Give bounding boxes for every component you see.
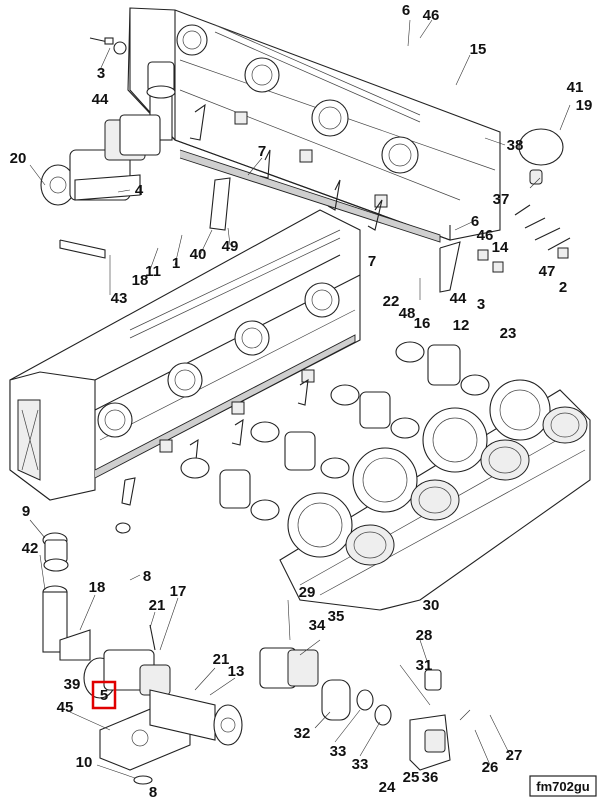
lower-middle-actuator-assembly <box>259 647 451 771</box>
part-callout: 14 <box>492 239 509 256</box>
part-callout: 36 <box>422 769 439 786</box>
part-callout: 49 <box>222 238 239 255</box>
part-callout: 15 <box>470 41 487 58</box>
part-callout: 26 <box>482 759 499 776</box>
part-callout: 18 <box>89 579 106 596</box>
part-callout: 43 <box>111 290 128 307</box>
part-callout: 10 <box>76 754 93 771</box>
part-callout: 39 <box>64 676 81 693</box>
part-callout: 8 <box>149 784 157 800</box>
part-callout: 21 <box>149 597 166 614</box>
engine-block-turbos <box>279 379 591 611</box>
part-callout: 9 <box>22 503 30 520</box>
part-callout: 42 <box>22 540 39 557</box>
figure-code-box: fm702gu <box>529 775 597 797</box>
part-callout: 1 <box>172 255 180 272</box>
figure-code: fm702gu <box>536 779 590 794</box>
lower-left-valve-assembly <box>42 532 243 785</box>
part-callout: 3 <box>477 296 485 313</box>
part-callout: 46 <box>477 227 494 244</box>
part-callout: 29 <box>299 584 316 601</box>
part-callout: 25 <box>403 769 420 786</box>
small-hardware-upper <box>89 37 571 293</box>
upper-valve-assembly <box>40 114 161 259</box>
part-callout: 7 <box>258 143 266 160</box>
part-callout: 17 <box>170 583 187 600</box>
part-callout: 18 <box>132 272 149 289</box>
part-callout: 7 <box>368 253 376 270</box>
part-callout: 8 <box>143 568 151 585</box>
part-callout: 19 <box>576 97 593 114</box>
part-callout: 47 <box>539 263 556 280</box>
part-callout: 38 <box>507 137 524 154</box>
part-callout: 44 <box>450 290 467 307</box>
part-callouts: 1233456677889101112131415161718181920212… <box>10 2 593 801</box>
part-callout: 20 <box>10 150 27 167</box>
part-callout: 40 <box>190 246 207 263</box>
part-callout: 32 <box>294 725 311 742</box>
part-callout: 5 <box>100 687 108 704</box>
part-callout: 28 <box>416 627 433 644</box>
part-callout: 35 <box>328 608 345 625</box>
part-callout: 6 <box>471 213 479 230</box>
highlight-box <box>91 680 117 710</box>
part-callout: 45 <box>57 699 74 716</box>
part-callout: 44 <box>92 91 109 108</box>
lower-manifold-housing <box>9 209 361 506</box>
part-callout: 24 <box>379 779 396 796</box>
part-callout: 34 <box>309 617 326 634</box>
leader-lines <box>29 19 571 779</box>
part-callout: 21 <box>213 651 230 668</box>
part-callout: 48 <box>399 305 416 322</box>
part-callout: 13 <box>228 663 245 680</box>
part-callout: 22 <box>383 293 400 310</box>
part-callout: 12 <box>453 317 470 334</box>
part-callout: 16 <box>414 315 431 332</box>
clamps-and-sleeves <box>115 341 490 534</box>
part-callout: 6 <box>402 2 410 19</box>
upper-manifold-housing <box>127 7 501 243</box>
part-callout: 37 <box>493 191 510 208</box>
part-callout: 31 <box>416 657 433 674</box>
part-callout: 33 <box>330 743 347 760</box>
part-callout: 27 <box>506 747 523 764</box>
part-callout: 11 <box>145 263 161 280</box>
part-callout: 3 <box>97 65 105 82</box>
part-callout: 46 <box>423 7 440 24</box>
part-callout: 41 <box>567 79 584 96</box>
part-callout: 23 <box>500 325 517 342</box>
part-callout: 30 <box>423 597 440 614</box>
part-callout: 2 <box>559 279 567 296</box>
part-callout: 4 <box>135 182 144 199</box>
part-callout: 33 <box>352 756 369 773</box>
